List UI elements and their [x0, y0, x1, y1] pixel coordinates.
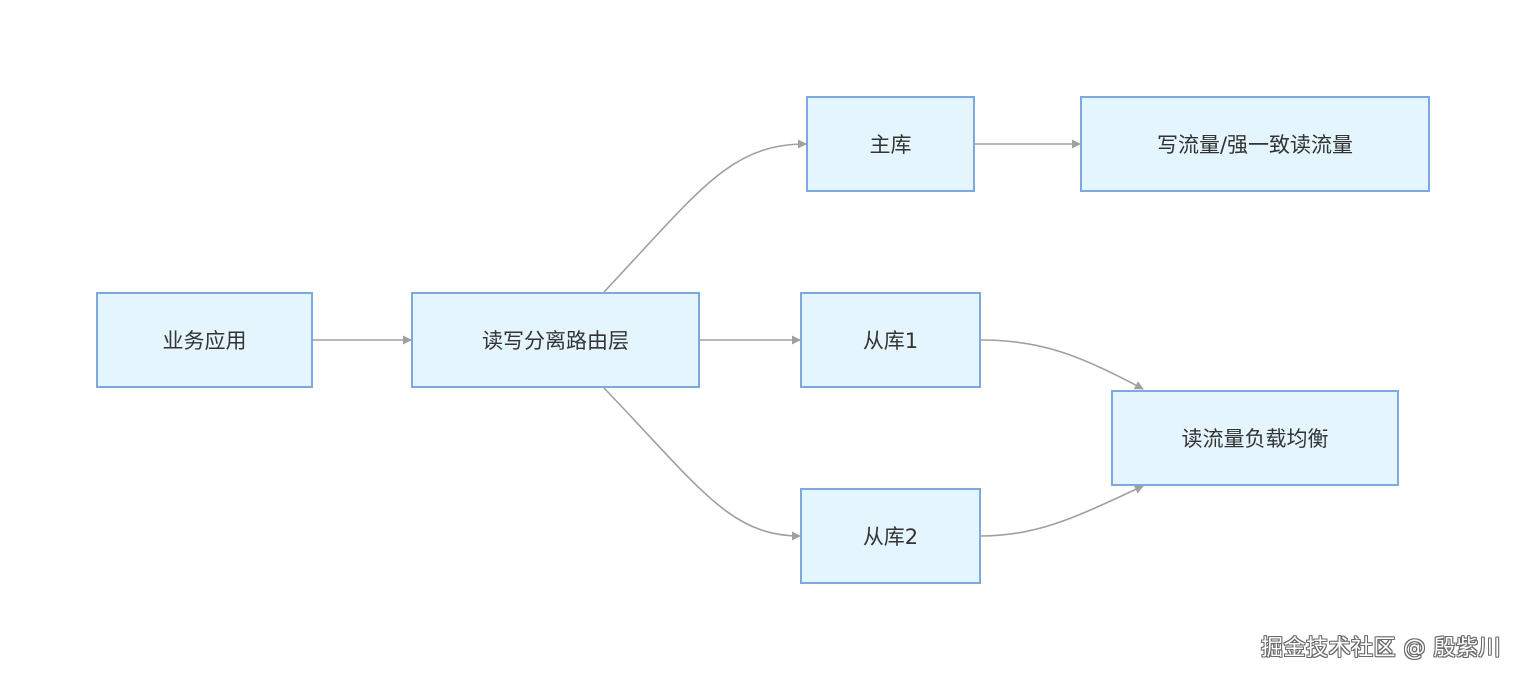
edge-router-to-slave2: [603, 387, 801, 541]
edge-slave1-to-read-lb: [980, 339, 1144, 390]
node-business-app: 业务应用: [96, 292, 313, 388]
edge-slave2-to-read-lb: [980, 485, 1144, 537]
node-write-traffic: 写流量/强一致读流量: [1080, 96, 1430, 192]
watermark: 掘金技术社区 @ 殷紫川: [1261, 636, 1501, 661]
node-master-db: 主库: [806, 96, 975, 192]
node-business-app-label: 业务应用: [162, 329, 247, 353]
edge-router-to-master: [603, 139, 807, 293]
node-write-traffic-label: 写流量/强一致读流量: [1156, 133, 1354, 157]
node-rw-router: 读写分离路由层: [411, 292, 700, 388]
node-slave-db-1: 从库1: [800, 292, 981, 388]
node-slave-db-2-label: 从库2: [862, 525, 919, 549]
node-read-load-balance-label: 读流量负载均衡: [1181, 427, 1329, 451]
node-read-load-balance: 读流量负载均衡: [1111, 390, 1399, 486]
node-slave-db-1-label: 从库1: [862, 329, 919, 353]
node-rw-router-label: 读写分离路由层: [482, 329, 629, 353]
node-master-db-label: 主库: [869, 133, 912, 157]
node-slave-db-2: 从库2: [800, 488, 981, 584]
